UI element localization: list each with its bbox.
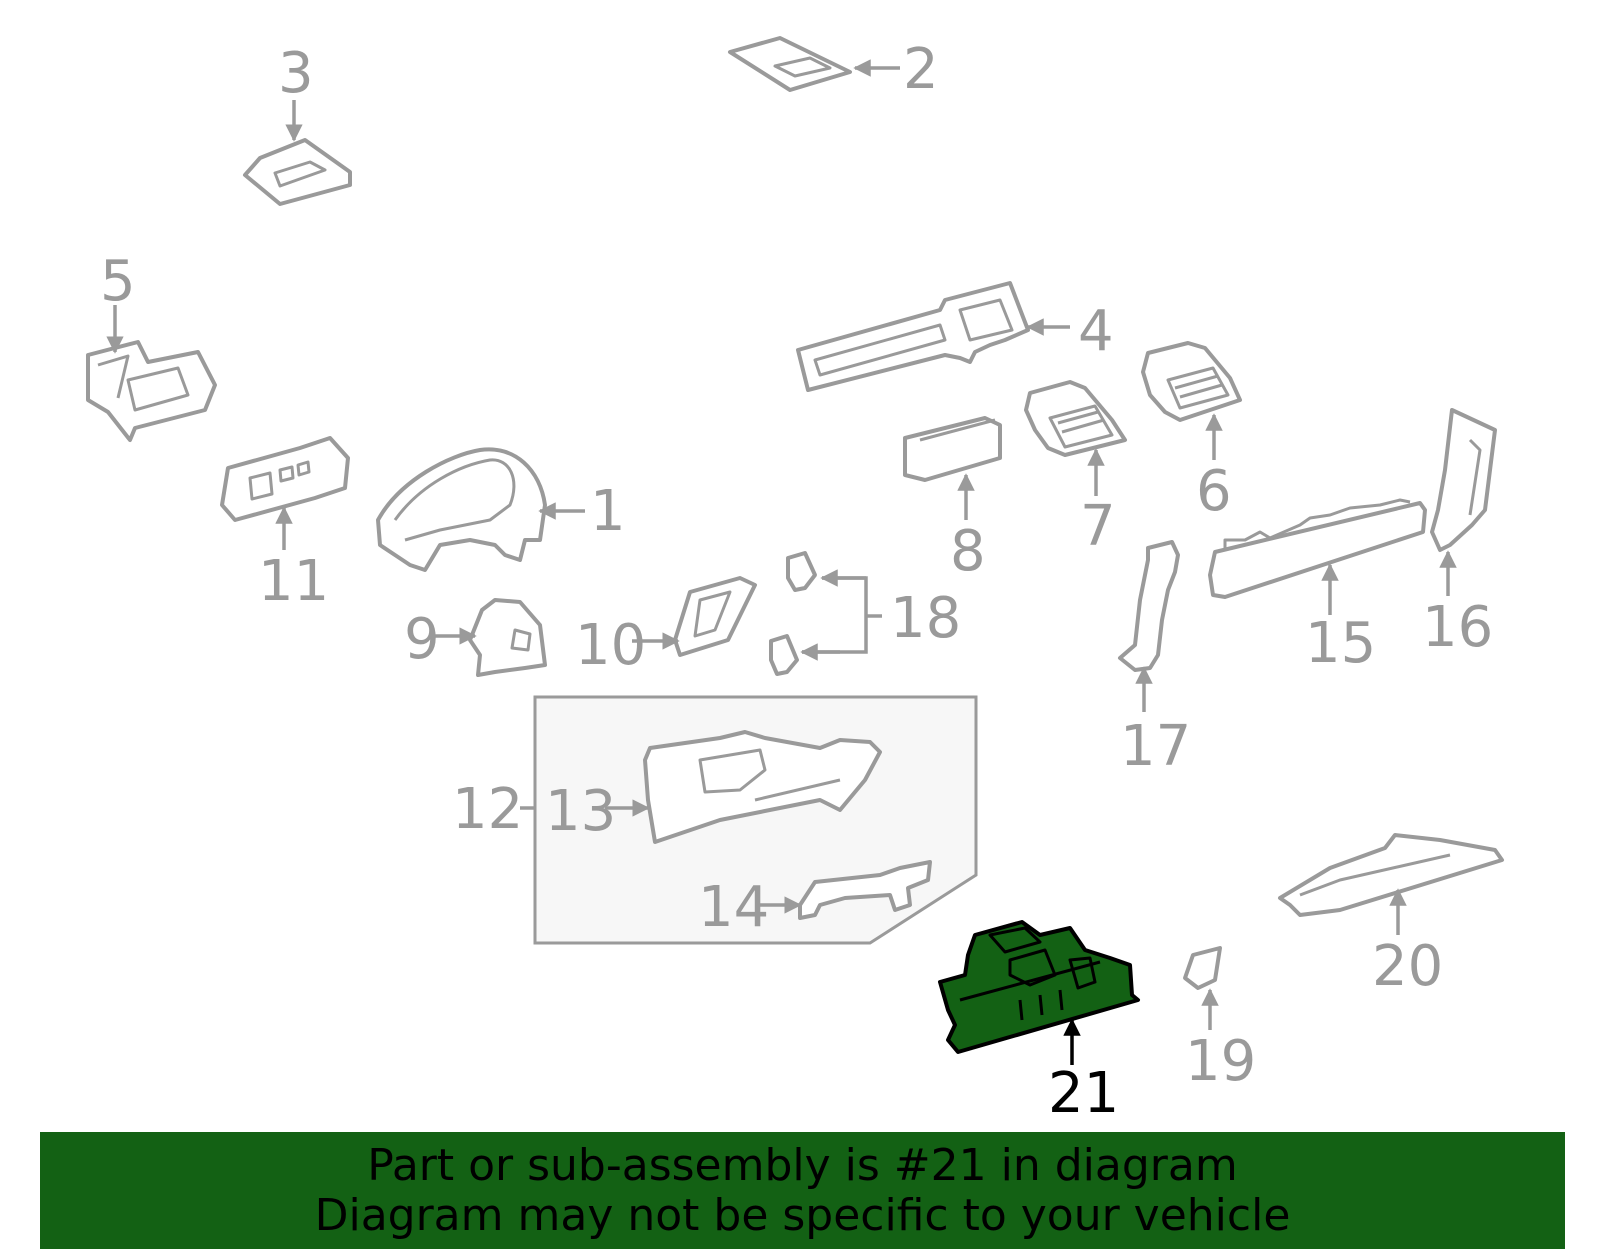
- callout-2: 2: [903, 37, 939, 102]
- part-14[interactable]: [798, 860, 932, 920]
- callout-12: 12: [452, 777, 523, 842]
- part-21-highlighted[interactable]: [938, 920, 1140, 1054]
- part-8[interactable]: [903, 416, 1002, 482]
- callout-8: 8: [950, 519, 986, 584]
- part-1[interactable]: [376, 447, 547, 572]
- callout-17: 17: [1120, 714, 1191, 779]
- part-17[interactable]: [1118, 540, 1180, 672]
- part-9[interactable]: [468, 598, 547, 677]
- callout-13: 13: [545, 779, 616, 844]
- part-11[interactable]: [220, 436, 350, 522]
- callout-5: 5: [100, 249, 136, 314]
- callout-10: 10: [575, 613, 646, 678]
- callout-14: 14: [698, 875, 769, 940]
- callout-21: 21: [1048, 1061, 1119, 1126]
- part-20[interactable]: [1278, 833, 1504, 917]
- part-5[interactable]: [86, 340, 217, 442]
- part-13[interactable]: [643, 730, 882, 844]
- callout-7: 7: [1080, 494, 1116, 559]
- callout-3: 3: [278, 41, 314, 106]
- part-6[interactable]: [1141, 341, 1242, 422]
- callout-9: 9: [404, 607, 440, 672]
- part-2[interactable]: [728, 36, 852, 92]
- part-18-b[interactable]: [769, 634, 799, 676]
- part-4[interactable]: [796, 281, 1030, 392]
- part-18-a[interactable]: [786, 551, 817, 592]
- part-15[interactable]: [1208, 498, 1427, 599]
- callout-15: 15: [1305, 611, 1376, 676]
- part-19[interactable]: [1183, 946, 1222, 990]
- callout-20: 20: [1372, 934, 1443, 999]
- callout-1: 1: [590, 479, 626, 544]
- callout-4: 4: [1078, 299, 1114, 364]
- callout-6: 6: [1196, 459, 1232, 524]
- callout-19: 19: [1185, 1029, 1256, 1094]
- part-3[interactable]: [243, 138, 352, 206]
- part-16[interactable]: [1430, 408, 1497, 552]
- info-banner: Part or sub-assembly is #21 in diagram D…: [40, 1132, 1565, 1249]
- banner-line-1: Part or sub-assembly is #21 in diagram: [367, 1139, 1238, 1191]
- callout-11: 11: [258, 549, 329, 614]
- callout-16: 16: [1422, 595, 1493, 660]
- callout-18: 18: [890, 586, 961, 651]
- part-7[interactable]: [1024, 380, 1127, 457]
- part-10[interactable]: [673, 576, 757, 657]
- banner-line-2: Diagram may not be specific to your vehi…: [314, 1189, 1291, 1241]
- leader-18: [802, 576, 868, 654]
